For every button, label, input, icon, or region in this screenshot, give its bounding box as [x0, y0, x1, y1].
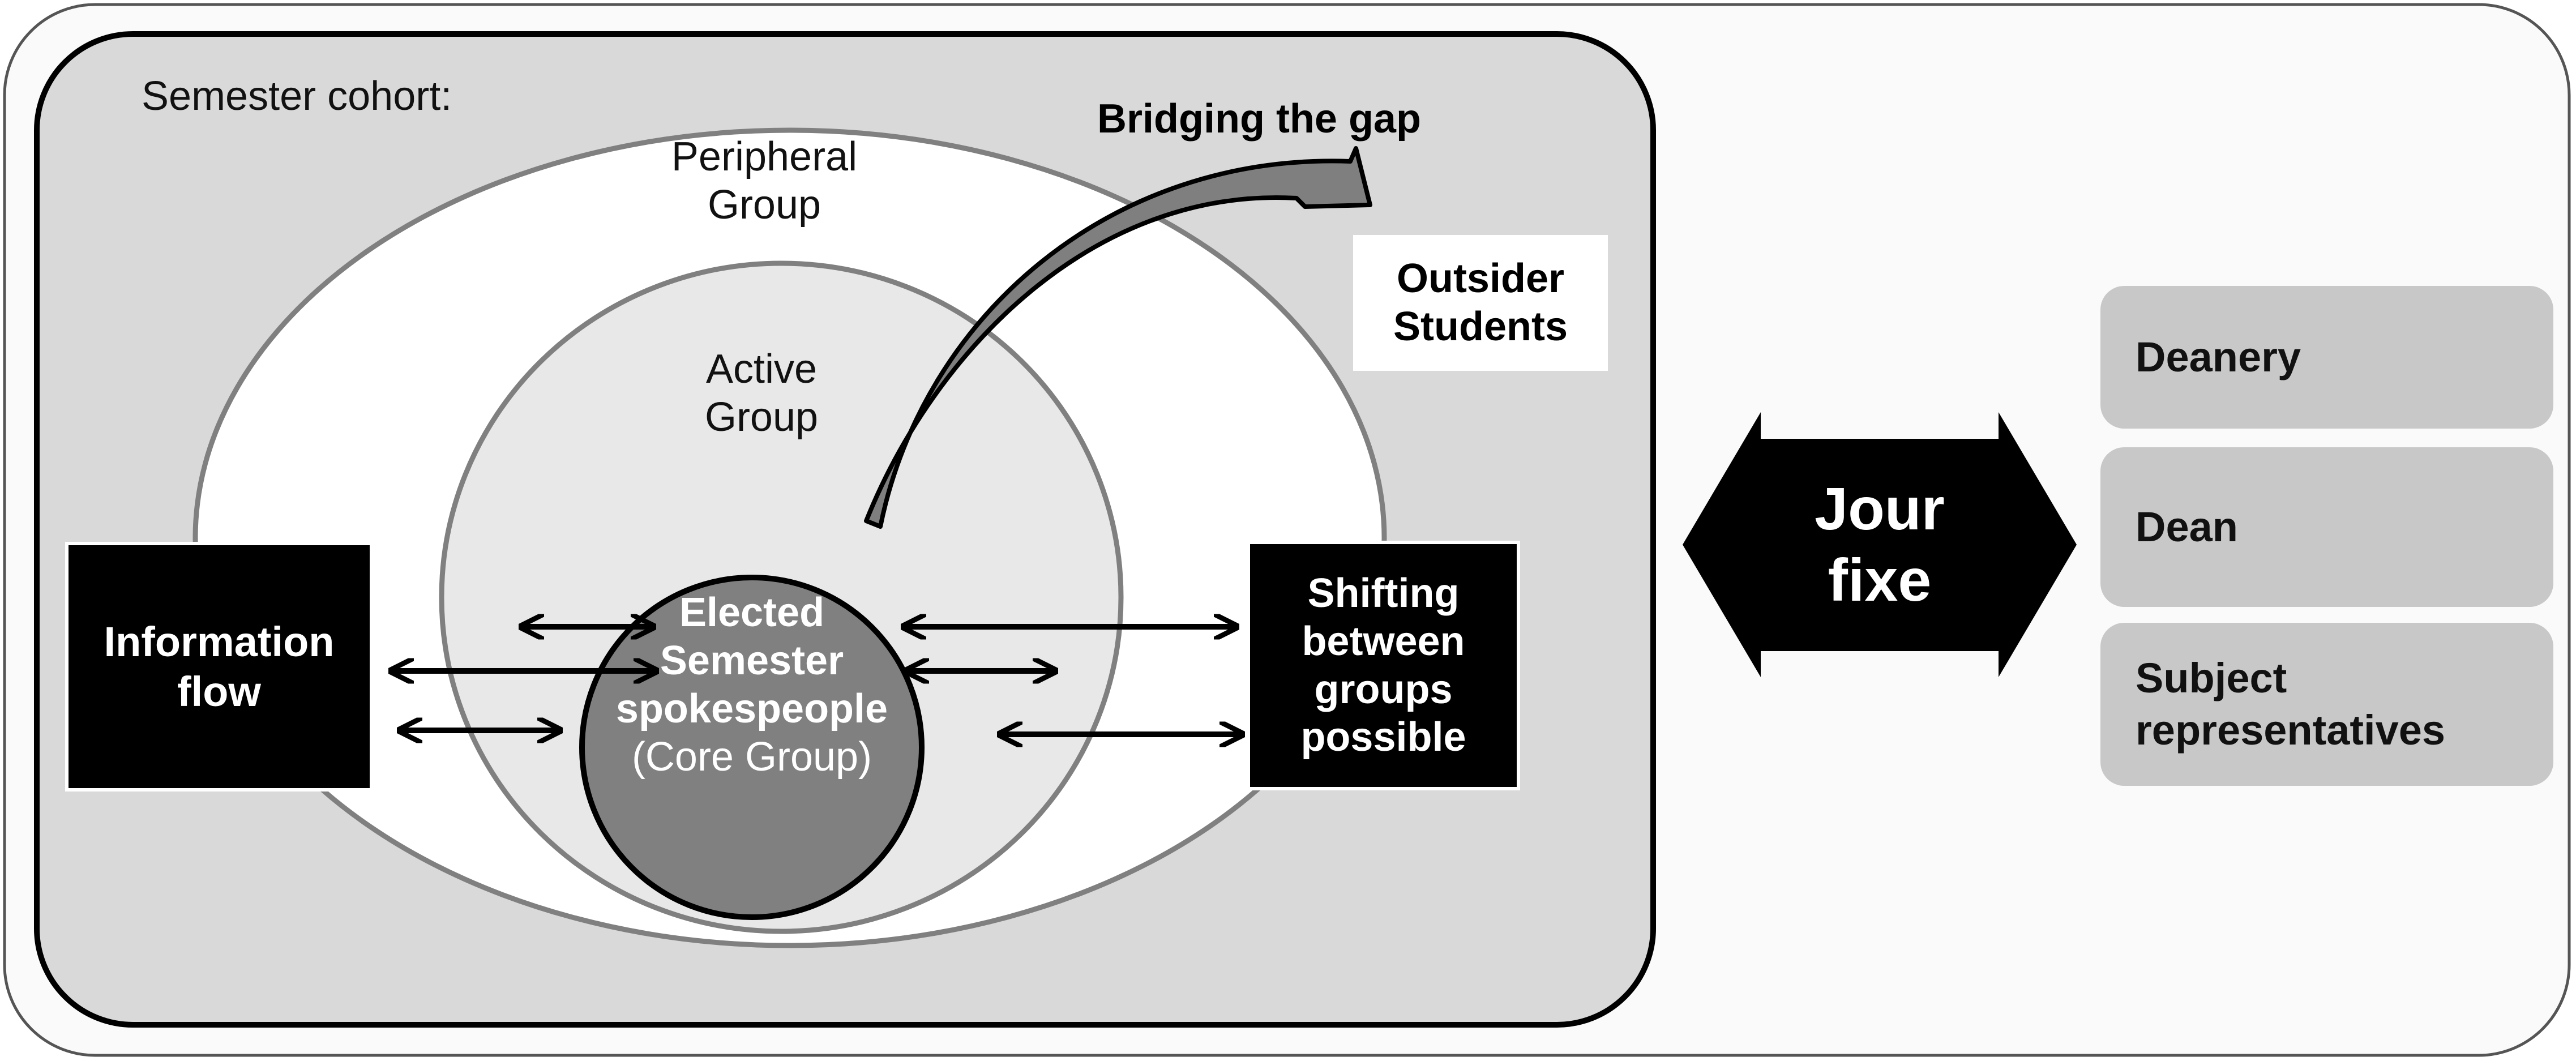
- core-group-label: Elected Semester spokespeople (Core Grou…: [615, 590, 888, 780]
- dean-item: Dean: [2100, 447, 2553, 607]
- deanery-item: Deanery: [2100, 286, 2553, 429]
- dean-label: Dean: [2136, 503, 2238, 550]
- bridging-the-gap-arrow: [864, 146, 1372, 529]
- jour-fixe-label: Jour fixe: [1815, 476, 1945, 614]
- flow-arrows: [393, 627, 1240, 734]
- shifting-groups-label: Shifting between groups possible: [1300, 570, 1466, 760]
- subject-representatives-item: Subject representatives: [2100, 623, 2553, 786]
- jour-fixe-arrow: [1683, 412, 2077, 677]
- outsider-students-label: Outsider Students: [1393, 256, 1568, 349]
- cohort-label: Semester cohort:: [142, 74, 452, 119]
- bridging-the-gap-label: Bridging the gap: [1097, 96, 1421, 142]
- information-flow-box: [65, 542, 373, 792]
- active-group-label: Active Group: [704, 346, 819, 440]
- peripheral-group-label: Peripheral Group: [671, 134, 858, 228]
- information-flow-label: Information flow: [104, 618, 335, 715]
- shifting-box: [1247, 541, 1520, 790]
- deanery-label: Deanery: [2136, 333, 2301, 380]
- subject-representatives-label: Subject representatives: [2136, 654, 2446, 754]
- outsider-box: [1353, 235, 1608, 371]
- core-group-circle: [579, 575, 925, 920]
